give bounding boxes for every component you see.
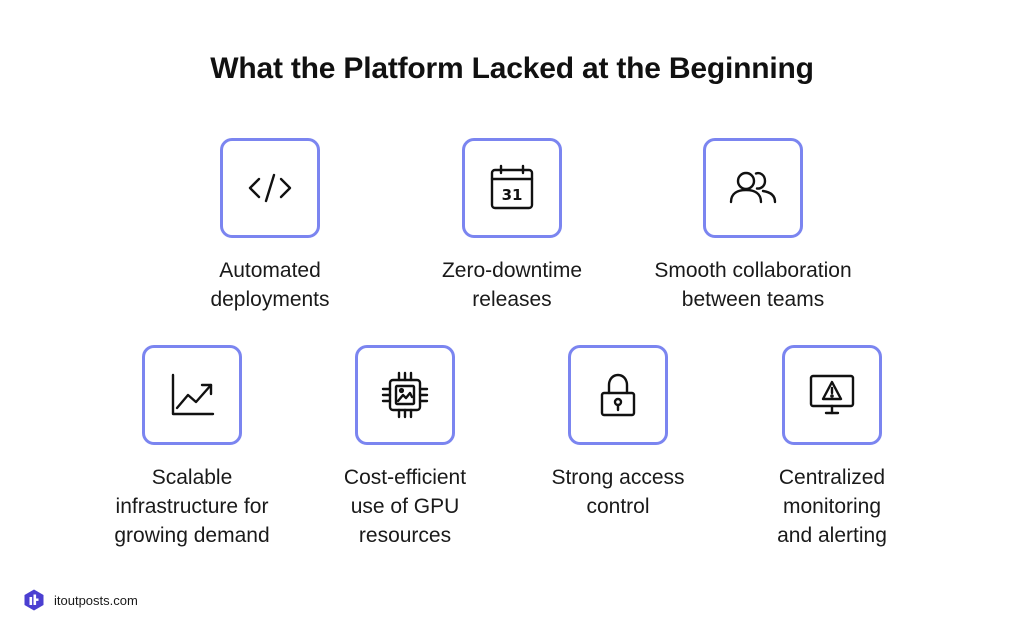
feature-label: Strong access control: [551, 466, 685, 518]
icon-box: [355, 345, 455, 445]
users-icon: [729, 171, 777, 204]
feature-smooth-collaboration: Smooth collaboration between teams: [623, 138, 883, 314]
icon-box: [703, 138, 803, 238]
feature-zero-downtime-releases: 31 Zero-downtime releases: [382, 138, 642, 314]
code-icon: [248, 173, 292, 203]
calendar-icon: 31: [490, 164, 534, 210]
feature-automated-deployments: Automated deployments: [140, 138, 400, 314]
icon-box: 31: [462, 138, 562, 238]
lock-icon: [600, 373, 636, 417]
itoutposts-logo-icon: [24, 589, 44, 611]
feature-centralized-monitoring: Centralized monitoring and alerting: [702, 345, 962, 550]
feature-label: Automated deployments: [210, 259, 330, 311]
feature-label: Smooth collaboration between teams: [654, 259, 852, 311]
icon-box: [782, 345, 882, 445]
feature-label: Cost-efficient use of GPU resources: [343, 466, 467, 547]
page-title: What the Platform Lacked at the Beginnin…: [210, 52, 814, 85]
gpu-chip-icon: [381, 371, 429, 419]
feature-label: Centralized monitoring and alerting: [777, 466, 887, 547]
feature-strong-access-control: Strong access control: [488, 345, 748, 521]
icon-box: [568, 345, 668, 445]
svg-text:31: 31: [502, 186, 523, 204]
feature-scalable-infrastructure: Scalable infrastructure for growing dema…: [62, 345, 322, 550]
icon-box: [220, 138, 320, 238]
footer-brand: itoutposts.com: [22, 588, 138, 612]
feature-label: Zero-downtime releases: [441, 259, 583, 311]
feature-label: Scalable infrastructure for growing dema…: [114, 466, 270, 547]
brand-url[interactable]: itoutposts.com: [54, 592, 138, 608]
monitor-alert-icon: [809, 374, 855, 415]
growth-chart-icon: [171, 373, 215, 416]
icon-box: [142, 345, 242, 445]
feature-cost-efficient-gpu: Cost-efficient use of GPU resources: [275, 345, 535, 550]
